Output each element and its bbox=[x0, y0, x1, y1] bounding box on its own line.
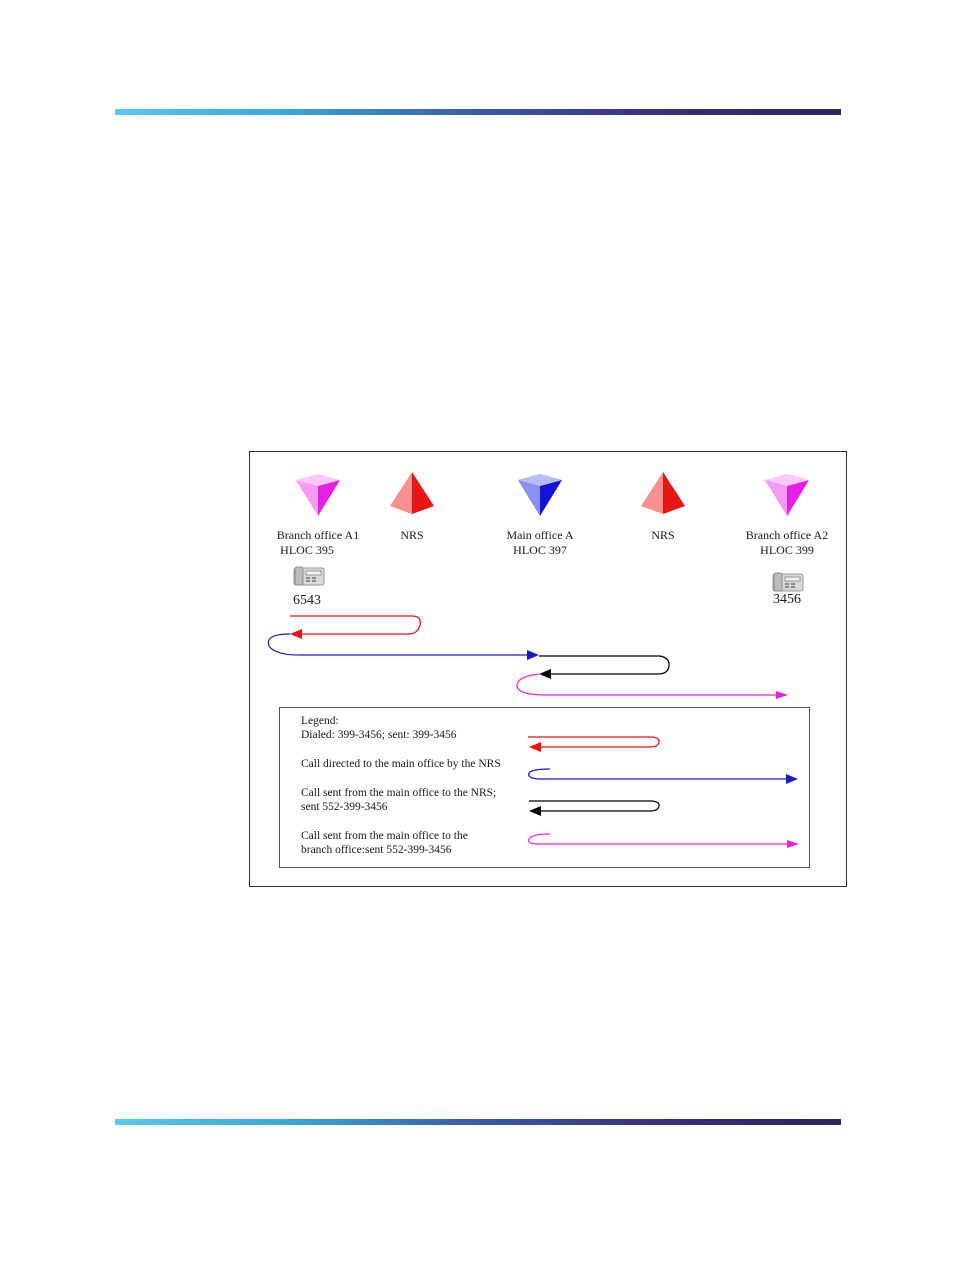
node-label: Branch office A1 bbox=[276, 528, 360, 542]
call-flow-lines bbox=[267, 615, 788, 699]
header-gradient-bar bbox=[115, 109, 841, 115]
legend-title: Legend: bbox=[301, 715, 339, 727]
legend-arrowhead-red bbox=[529, 742, 541, 752]
node-label: NRS bbox=[400, 528, 424, 542]
legend-swatch-red bbox=[528, 736, 660, 748]
legend-box: Legend: Dialed: 399-3456; sent: 399-3456… bbox=[279, 707, 810, 868]
node-hloc: HLOC 399 bbox=[760, 543, 814, 557]
node-hloc: HLOC 395 bbox=[280, 543, 334, 557]
legend-item-main-to-nrs-line2: sent 552-399-3456 bbox=[301, 801, 388, 813]
node-nrs-right: NRS bbox=[641, 470, 685, 543]
call-routing-diagram: Branch office A1 HLOC 395 NRS Main offic… bbox=[249, 451, 847, 887]
node-main-office-a: Main office A HLOC 397 bbox=[490, 472, 590, 558]
legend-arrowhead-black bbox=[529, 806, 541, 816]
pyramid-inverted-icon bbox=[518, 474, 562, 516]
telephone-icon bbox=[772, 572, 804, 592]
pyramid-inverted-icon bbox=[765, 474, 809, 516]
node-branch-office-a1: Branch office A1 HLOC 395 bbox=[268, 472, 368, 558]
arrowhead-blue bbox=[527, 650, 539, 660]
flow-directed-main bbox=[267, 633, 528, 656]
legend-arrowhead-magenta bbox=[787, 840, 799, 848]
legend-item-main-to-nrs-line1: Call sent from the main office to the NR… bbox=[301, 787, 497, 799]
node-nrs-left: NRS bbox=[390, 470, 434, 543]
node-label: Branch office A2 bbox=[745, 528, 829, 542]
legend-swatches bbox=[528, 736, 799, 848]
extension-3456: 3456 bbox=[773, 592, 801, 607]
pyramid-icon bbox=[641, 472, 685, 514]
arrowhead-magenta bbox=[776, 691, 788, 699]
arrowhead-black bbox=[539, 669, 551, 679]
legend-item-directed: Call directed to the main office by the … bbox=[301, 758, 501, 770]
pyramid-icon bbox=[390, 472, 434, 514]
legend-item-main-to-branch-line2: branch office:sent 552-399-3456 bbox=[301, 844, 452, 856]
legend-item-main-to-branch-line1: Call sent from the main office to the bbox=[301, 830, 468, 842]
pyramid-inverted-icon bbox=[296, 474, 340, 516]
extension-6543: 6543 bbox=[293, 593, 321, 608]
flow-dialed bbox=[290, 615, 421, 635]
node-label: Main office A bbox=[506, 528, 574, 542]
flow-main-to-branch bbox=[516, 673, 778, 696]
legend-swatch-black bbox=[529, 800, 660, 812]
legend-swatch-blue bbox=[528, 768, 786, 780]
legend-arrowhead-blue bbox=[786, 774, 798, 784]
legend-swatch-magenta bbox=[528, 833, 788, 845]
node-hloc: HLOC 397 bbox=[513, 543, 567, 557]
flow-main-to-nrs bbox=[539, 655, 670, 675]
arrowhead-red bbox=[290, 629, 302, 639]
node-label: NRS bbox=[651, 528, 675, 542]
legend-item-dialed: Dialed: 399-3456; sent: 399-3456 bbox=[301, 729, 457, 741]
node-branch-office-a2: Branch office A2 HLOC 399 bbox=[737, 472, 837, 558]
telephone-icon bbox=[293, 566, 325, 586]
footer-gradient-bar bbox=[115, 1119, 841, 1125]
